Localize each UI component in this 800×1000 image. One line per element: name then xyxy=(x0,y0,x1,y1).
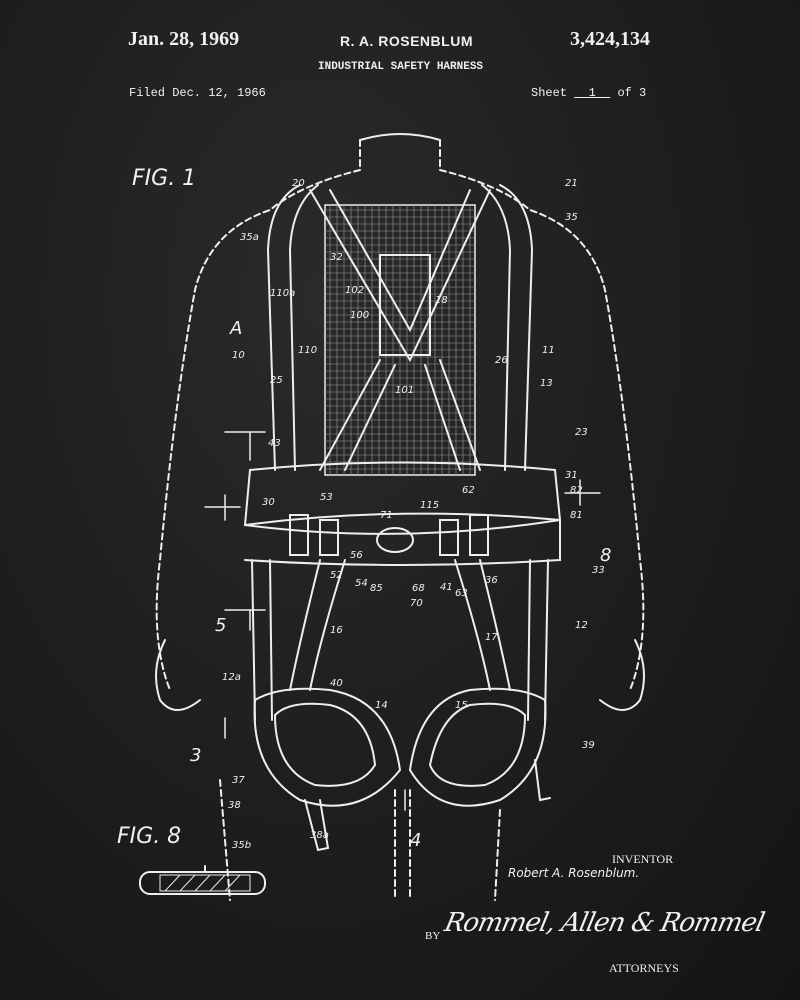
reference-numeral: 70 xyxy=(410,598,423,609)
reference-numeral: 17 xyxy=(485,632,498,643)
reference-numeral: 5 xyxy=(215,615,227,636)
reference-numeral: 8 xyxy=(600,545,612,566)
fig1-label: FIG. 1 xyxy=(132,166,197,191)
reference-numeral: 11 xyxy=(542,345,555,356)
reference-numeral: 25 xyxy=(270,375,283,386)
reference-numeral: 16 xyxy=(330,625,343,636)
reference-numeral: 38 xyxy=(228,800,241,811)
reference-numeral: 30 xyxy=(262,497,275,508)
neck xyxy=(359,133,441,141)
reference-numeral: 53 xyxy=(320,492,333,503)
belt-buckles xyxy=(289,514,489,556)
reference-numeral: 35 xyxy=(565,212,578,223)
sheet-indicator: Sheet 1 of 3 xyxy=(531,86,646,100)
reference-numeral: 68 xyxy=(412,583,425,594)
reference-numeral: 21 xyxy=(565,178,578,189)
patent-number: 3,424,134 xyxy=(570,28,650,50)
reference-numeral: 32 xyxy=(330,252,343,263)
reference-numeral: 26 xyxy=(495,355,508,366)
reference-numeral: 85 xyxy=(370,583,383,594)
attorneys-label: ATTORNEYS xyxy=(609,961,679,975)
inventor-name: Robert A. Rosenblum. xyxy=(508,866,640,880)
reference-numeral: 4 xyxy=(410,830,422,851)
reference-numeral: 54 xyxy=(355,578,368,589)
patent-title: INDUSTRIAL SAFETY HARNESS xyxy=(318,61,484,73)
reference-numeral: 62 xyxy=(462,485,475,496)
sheet-suffix: of 3 xyxy=(617,86,647,100)
patent-date: Jan. 28, 1969 xyxy=(128,28,240,50)
reference-numeral: 115 xyxy=(420,500,440,511)
reference-numeral: 102 xyxy=(345,285,365,296)
reference-numeral: 101 xyxy=(395,385,415,396)
reference-numeral: 35b xyxy=(232,840,252,851)
filed-date: Filed Dec. 12, 1966 xyxy=(129,86,266,100)
reference-numeral: 43 xyxy=(268,438,281,449)
reference-numeral: 20 xyxy=(292,178,305,189)
reference-numeral: 56 xyxy=(350,550,363,561)
leg-strap-left xyxy=(289,559,346,691)
leg-outline xyxy=(219,779,501,901)
reference-numeral: 38a xyxy=(310,830,329,841)
reference-numeral: 52 xyxy=(330,570,343,581)
reference-numeral: 40 xyxy=(330,678,343,689)
shoulder-strap-right xyxy=(481,184,534,471)
reference-numeral: 10 xyxy=(232,350,245,361)
reference-numeral: 35a xyxy=(240,232,259,243)
reference-numeral: 23 xyxy=(575,427,588,438)
reference-numeral: 39 xyxy=(582,740,595,751)
reference-numeral: 12 xyxy=(575,620,588,631)
fig8-detail xyxy=(139,865,266,895)
right-hand xyxy=(599,639,645,711)
strap-tail-left xyxy=(304,799,330,852)
reference-numeral: 3 xyxy=(190,745,202,766)
reference-numeral: 31 xyxy=(565,470,578,481)
reference-numeral: 41 xyxy=(440,582,453,593)
by-label: BY xyxy=(425,930,441,942)
cross-strap xyxy=(309,189,491,471)
left-hand xyxy=(155,639,201,711)
reference-numeral: 13 xyxy=(540,378,553,389)
fig8-label: FIG. 8 xyxy=(117,824,182,849)
reference-numeral: 12a xyxy=(222,672,241,683)
leg-strap-right xyxy=(454,559,511,691)
reference-numeral: 18 xyxy=(435,295,448,306)
sheet-prefix: Sheet xyxy=(531,86,568,100)
shoulder-strap-left xyxy=(266,184,319,471)
section-markers xyxy=(204,431,601,811)
reference-numeral: 37 xyxy=(232,775,245,786)
leg-loop-left xyxy=(253,687,402,807)
mesh-grid xyxy=(324,204,476,476)
reference-numeral: 36 xyxy=(485,575,498,586)
back-plate xyxy=(379,254,431,356)
inventor-label: INVENTOR xyxy=(612,852,674,866)
reference-numeral: 110a xyxy=(270,288,296,299)
torso-outline xyxy=(155,139,645,691)
reference-numeral: 100 xyxy=(350,310,370,321)
attorney-signature: Rommel, Allen & Rommel xyxy=(441,908,767,938)
leg-loop-right xyxy=(408,687,547,807)
reference-numeral: 15 xyxy=(455,700,468,711)
reference-numeral: 82 xyxy=(570,485,583,496)
reference-numeral: 110 xyxy=(298,345,318,356)
strap-tail-right xyxy=(534,759,551,802)
reference-numeral: 81 xyxy=(570,510,583,521)
belt-lower xyxy=(244,518,561,566)
reference-numeral: 71 xyxy=(380,510,393,521)
reference-numeral: 63 xyxy=(455,588,468,599)
reference-numeral: A xyxy=(230,318,243,339)
inventor-header: R. A. ROSENBLUM xyxy=(340,33,473,49)
sheet-number: 1 xyxy=(588,86,596,100)
reference-numeral: 33 xyxy=(592,565,605,576)
reference-numeral: 14 xyxy=(375,700,388,711)
